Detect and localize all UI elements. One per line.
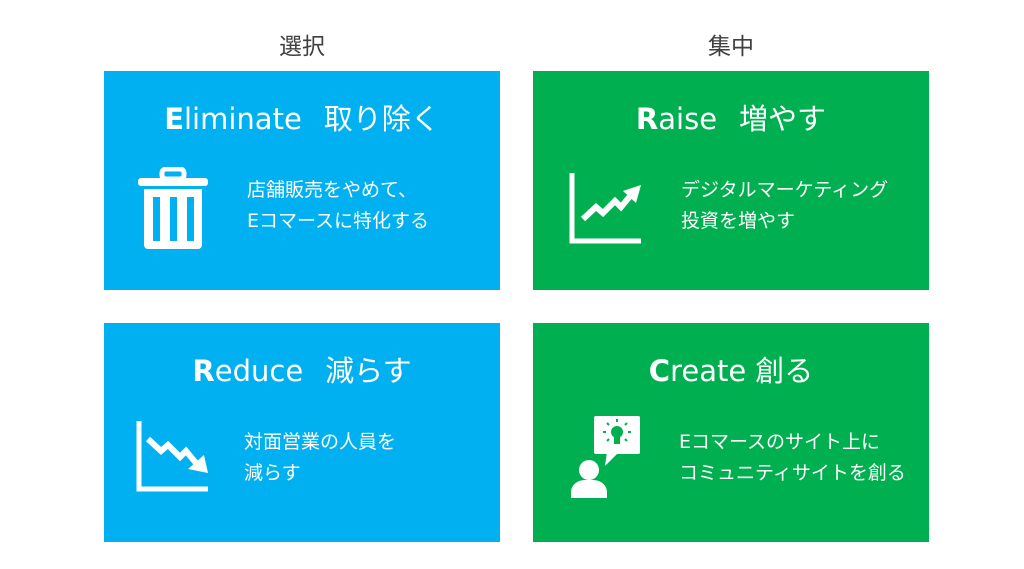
title-rest: aise bbox=[658, 102, 718, 136]
title-jp: 減らす bbox=[325, 354, 412, 388]
title-initial: R bbox=[192, 354, 215, 388]
title-jp: 増やす bbox=[739, 102, 827, 136]
title-initial: E bbox=[164, 102, 184, 136]
panel-description-reduce: 対面営業の人員を 減らす bbox=[244, 427, 396, 489]
title-rest: educe bbox=[214, 354, 304, 388]
title-initial: R bbox=[635, 102, 659, 136]
panel-reduce: Reduce 減らす 対面営業の人員を 減らす bbox=[104, 323, 500, 542]
desc-line-1: 対面営業の人員を bbox=[244, 431, 397, 453]
desc-line-2: 投資を増やす bbox=[681, 210, 796, 232]
panel-title-raise: Raise 増やす bbox=[533, 99, 929, 139]
panel-description-raise: デジタルマーケティング 投資を増やす bbox=[681, 175, 888, 237]
panel-eliminate: Eliminate 取り除く 店舗販売をやめて、 Eコマースに特化する bbox=[104, 71, 500, 290]
title-jp: 取り除く bbox=[323, 102, 440, 136]
panel-raise: Raise 増やす デジタルマーケティング 投資を増やす bbox=[533, 71, 929, 290]
trending-up-chart-icon bbox=[569, 173, 641, 244]
panel-description-eliminate: 店舗販売をやめて、 Eコマースに特化する bbox=[247, 175, 429, 237]
desc-line-2: 減らす bbox=[244, 462, 301, 484]
panel-description-create: Eコマースのサイト上に コミュニティサイトを創る bbox=[679, 427, 906, 489]
panel-title-reduce: Reduce 減らす bbox=[104, 351, 500, 391]
person-idea-bubble-icon bbox=[571, 416, 640, 498]
trending-down-chart-icon bbox=[136, 421, 208, 492]
title-jp: 創る bbox=[755, 354, 814, 388]
desc-line-1: Eコマースのサイト上に bbox=[679, 431, 881, 453]
desc-line-2: コミュニティサイトを創る bbox=[679, 462, 906, 484]
trash-can-icon bbox=[138, 167, 208, 249]
title-initial: C bbox=[648, 354, 671, 388]
column-header-selection: 選択 bbox=[279, 34, 325, 60]
title-rest: liminate bbox=[184, 102, 302, 136]
title-rest: reate bbox=[670, 354, 747, 388]
desc-line-1: デジタルマーケティング bbox=[681, 179, 889, 201]
desc-line-1: 店舗販売をやめて、 bbox=[247, 179, 418, 201]
panel-title-eliminate: Eliminate 取り除く bbox=[104, 99, 500, 139]
column-header-focus: 集中 bbox=[708, 34, 754, 60]
desc-line-2: Eコマースに特化する bbox=[247, 210, 430, 232]
